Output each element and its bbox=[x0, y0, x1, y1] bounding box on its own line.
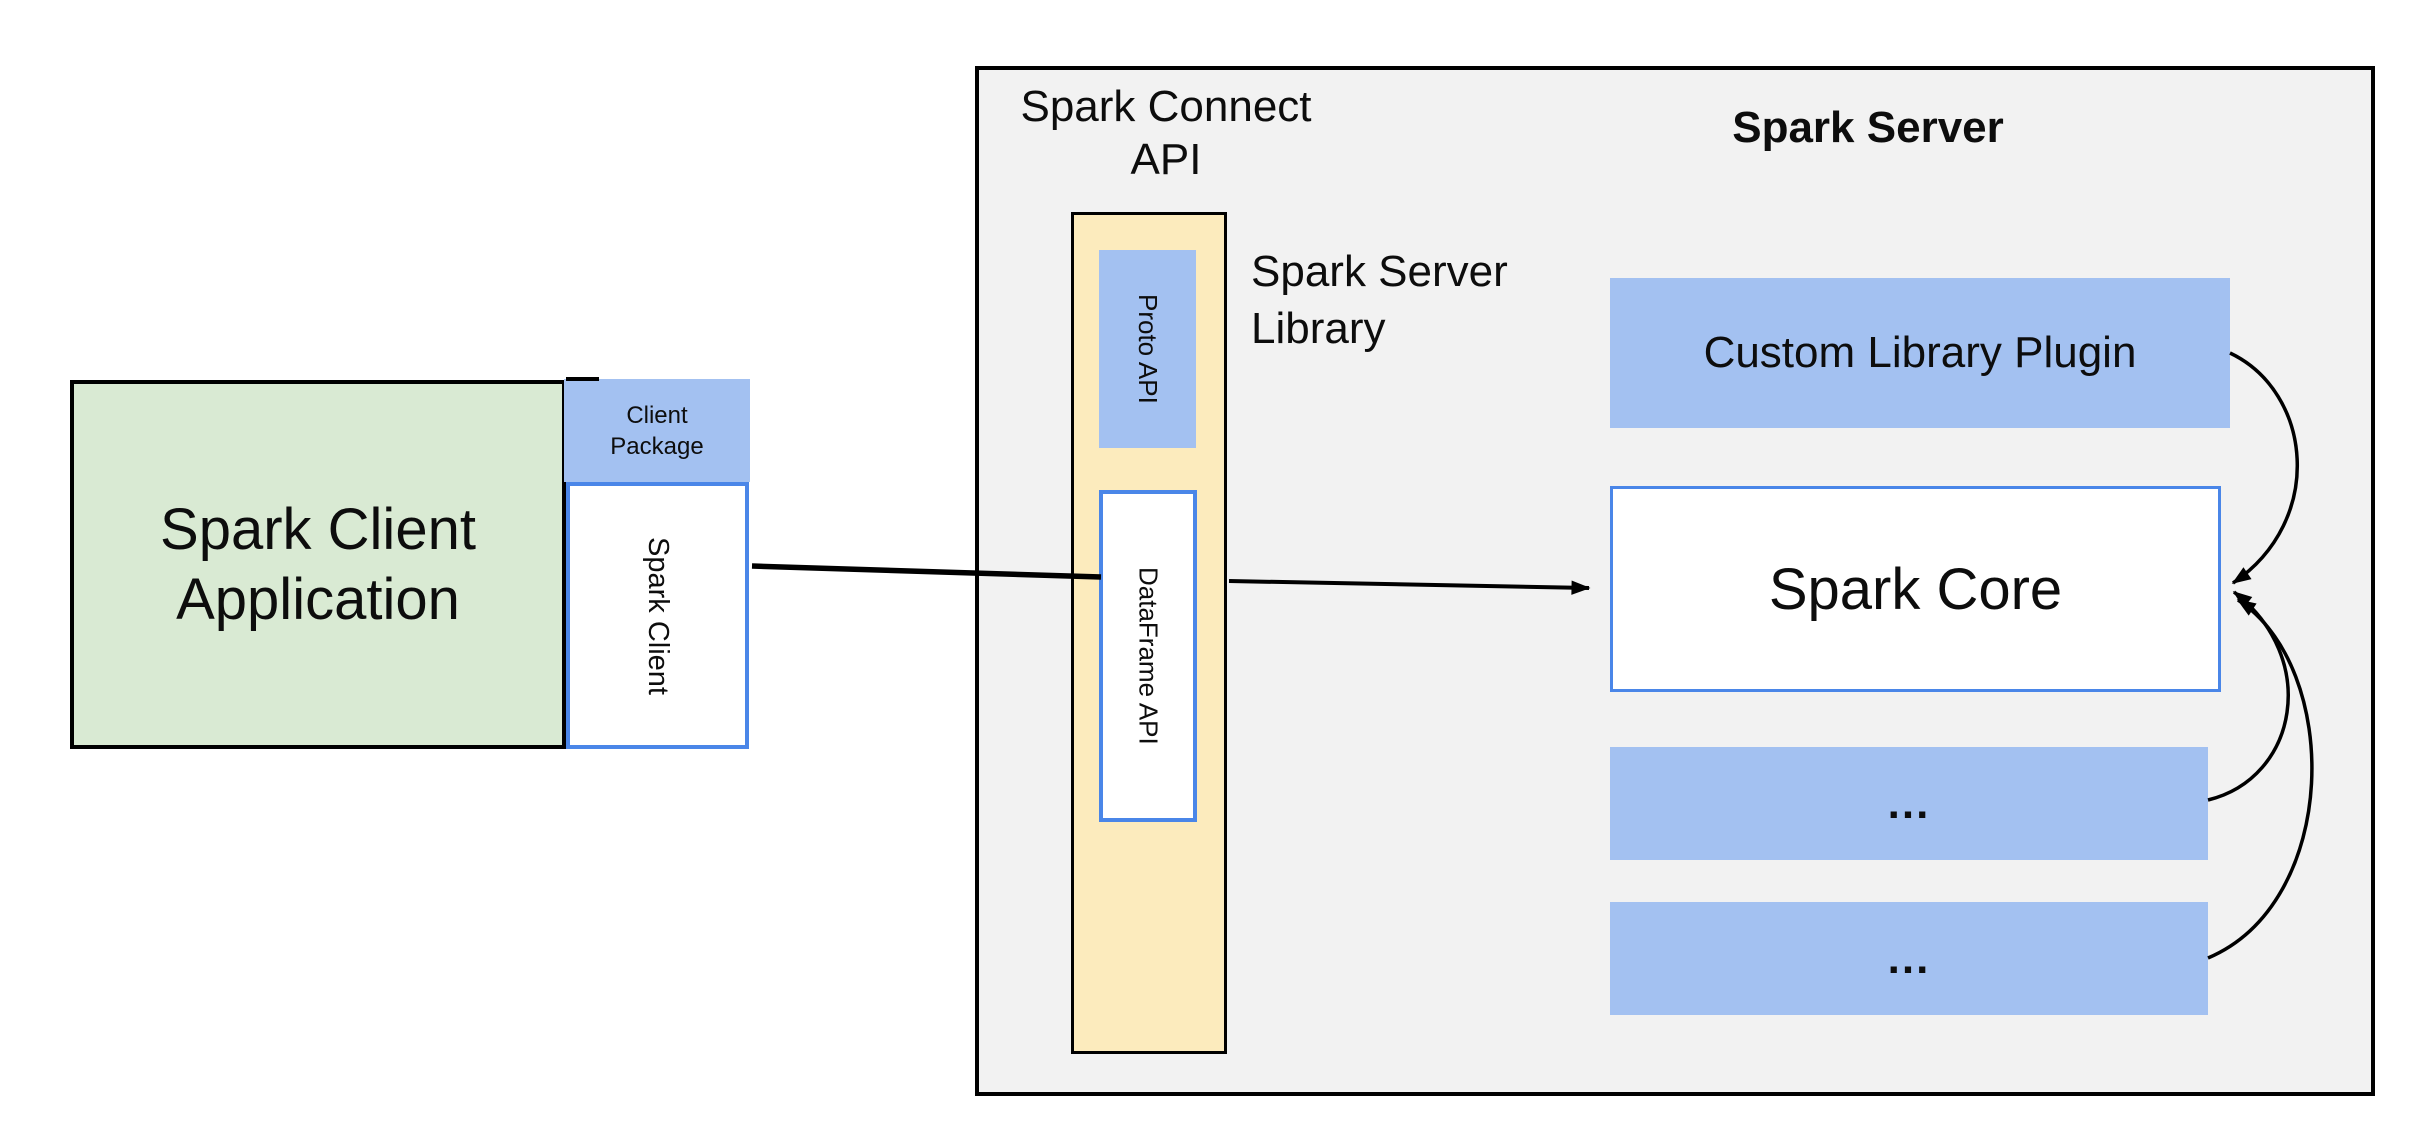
client-package-line2: Package bbox=[610, 432, 704, 460]
plugin-slot-1-label: ... bbox=[1887, 778, 1931, 828]
plugin-slot-2-label: ... bbox=[1887, 933, 1931, 983]
spark-connect-api-title-line1: Spark Connect bbox=[1020, 82, 1312, 131]
proto-api-label: Proto API bbox=[1133, 294, 1163, 404]
spark-server-library-label: Spark Server Library bbox=[1251, 243, 1571, 357]
client-app-border-extension bbox=[566, 377, 599, 381]
custom-library-plugin-box: Custom Library Plugin bbox=[1610, 278, 2230, 428]
spark-server-library-label-line2: Library bbox=[1251, 304, 1386, 353]
plugin-slot-1-box: ... bbox=[1610, 747, 2208, 860]
spark-connect-api-title-line2: API bbox=[1130, 135, 1202, 184]
spark-server-library-label-line1: Spark Server bbox=[1251, 247, 1508, 296]
spark-server-title: Spark Server bbox=[1732, 103, 2004, 152]
plugin-slot-2-box: ... bbox=[1610, 902, 2208, 1015]
spark-core-label: Spark Core bbox=[1768, 556, 2063, 622]
spark-client-label: Spark Client bbox=[642, 536, 674, 695]
dataframe-api-box: DataFrame API bbox=[1099, 490, 1197, 822]
spark-client-box: Spark Client bbox=[566, 482, 749, 749]
client-package-box: Client Package bbox=[564, 379, 750, 482]
dataframe-api-label: DataFrame API bbox=[1133, 567, 1164, 745]
spark-client-application-box: Spark Client Application bbox=[70, 380, 566, 749]
spark-client-application-line2: Application bbox=[176, 566, 460, 632]
spark-client-application-line1: Spark Client bbox=[160, 496, 476, 562]
spark-connect-api-title: Spark Connect API bbox=[1016, 80, 1316, 186]
proto-api-box: Proto API bbox=[1099, 250, 1196, 448]
spark-core-box: Spark Core bbox=[1610, 486, 2221, 692]
custom-library-plugin-label: Custom Library Plugin bbox=[1703, 328, 2137, 377]
client-package-line1: Client bbox=[626, 401, 688, 429]
